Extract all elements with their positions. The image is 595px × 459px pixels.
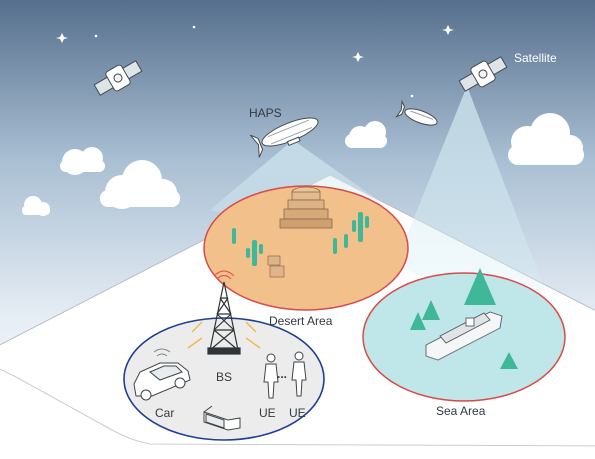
ue-label-2: UE	[289, 406, 306, 420]
satellite-icon	[93, 56, 508, 96]
ship-icon	[425, 311, 503, 361]
crate-icon	[267, 255, 285, 278]
satellite-label: Satellite	[514, 51, 557, 65]
cloud-left	[60, 147, 105, 175]
cloud-right	[508, 113, 584, 165]
car-label: Car	[155, 406, 174, 420]
signal-rays	[187, 321, 261, 349]
sea-area-label: Sea Area	[436, 404, 486, 418]
desert-area	[203, 185, 409, 311]
urban-area	[123, 317, 325, 441]
ue-ellipsis: ...	[277, 367, 287, 381]
vr-glasses-icon	[203, 405, 241, 431]
ue-label-1: UE	[259, 406, 276, 420]
star-icon	[56, 25, 454, 98]
cactus-icon	[232, 212, 369, 266]
cloud-big-left	[100, 160, 180, 209]
bs-label: BS	[216, 370, 232, 384]
pyramid-icon	[279, 186, 333, 229]
haps-label: HAPS	[249, 106, 282, 120]
cloud-small	[22, 196, 50, 216]
car-icon	[133, 348, 191, 401]
desert-area-label: Desert Area	[269, 314, 333, 328]
person-icon	[263, 351, 307, 399]
satellite-beam	[395, 86, 545, 293]
cloud-middle	[345, 121, 387, 148]
cloud-icon	[22, 113, 584, 216]
haps-airship-icon	[249, 99, 438, 158]
tower-icon	[207, 270, 241, 355]
tree-icon	[410, 268, 518, 369]
